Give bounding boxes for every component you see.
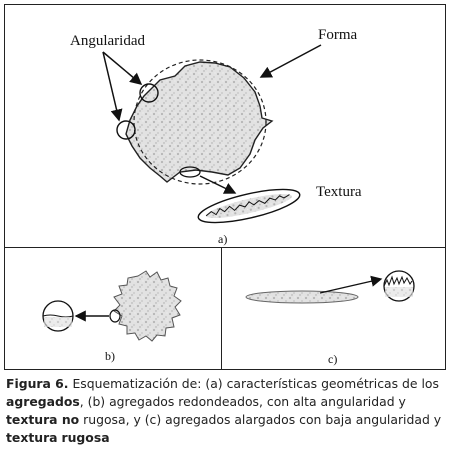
shape-envelope-outline	[133, 59, 267, 185]
figure-caption: Figura 6. Esquematización de: (a) caract…	[6, 375, 446, 447]
panel-c-frame	[221, 247, 446, 370]
label-forma: Forma	[318, 27, 358, 43]
caption-bold-textura: textura	[6, 430, 58, 445]
rounded-aggregate	[113, 270, 182, 342]
angularity-circle-left	[116, 120, 136, 140]
caption-bold-rugosa: rugosa	[61, 430, 110, 445]
caption-bold-textura-no: textura no	[6, 412, 80, 427]
label-angularidad: Angularidad	[70, 33, 145, 49]
angularidad-arrow-top	[102, 51, 143, 85]
texture-detail-particle	[197, 188, 301, 224]
angularity-circle-top	[139, 83, 159, 103]
smooth-texture-zoom	[42, 300, 74, 332]
forma-arrow	[259, 44, 322, 78]
label-panel-c: c)	[328, 352, 337, 366]
panel-c-arrow	[319, 275, 383, 294]
angularidad-arrow-left	[102, 51, 123, 122]
elongated-aggregate	[245, 290, 359, 304]
angularity-oval-b	[109, 309, 121, 323]
caption-bold-agregados: agregados	[6, 394, 80, 409]
caption-text-3: rugosa, y (c) agregados alargados con ba…	[79, 412, 442, 427]
caption-text-1: Esquematización de: (a) características …	[68, 376, 439, 391]
texture-marker-oval	[179, 166, 201, 178]
label-panel-b: b)	[105, 349, 115, 363]
label-panel-a: a)	[218, 232, 227, 246]
texture-arrow	[199, 175, 237, 194]
label-textura: Textura	[316, 184, 362, 200]
caption-text-2: , (b) agregados redondeados, con alta an…	[79, 394, 406, 409]
caption-lead: Figura 6.	[6, 376, 69, 391]
rough-texture-zoom	[383, 270, 415, 302]
aggregate-particle	[125, 61, 274, 183]
diagram-canvas: Angularidad Forma Textura a) b) c)	[42, 27, 415, 366]
